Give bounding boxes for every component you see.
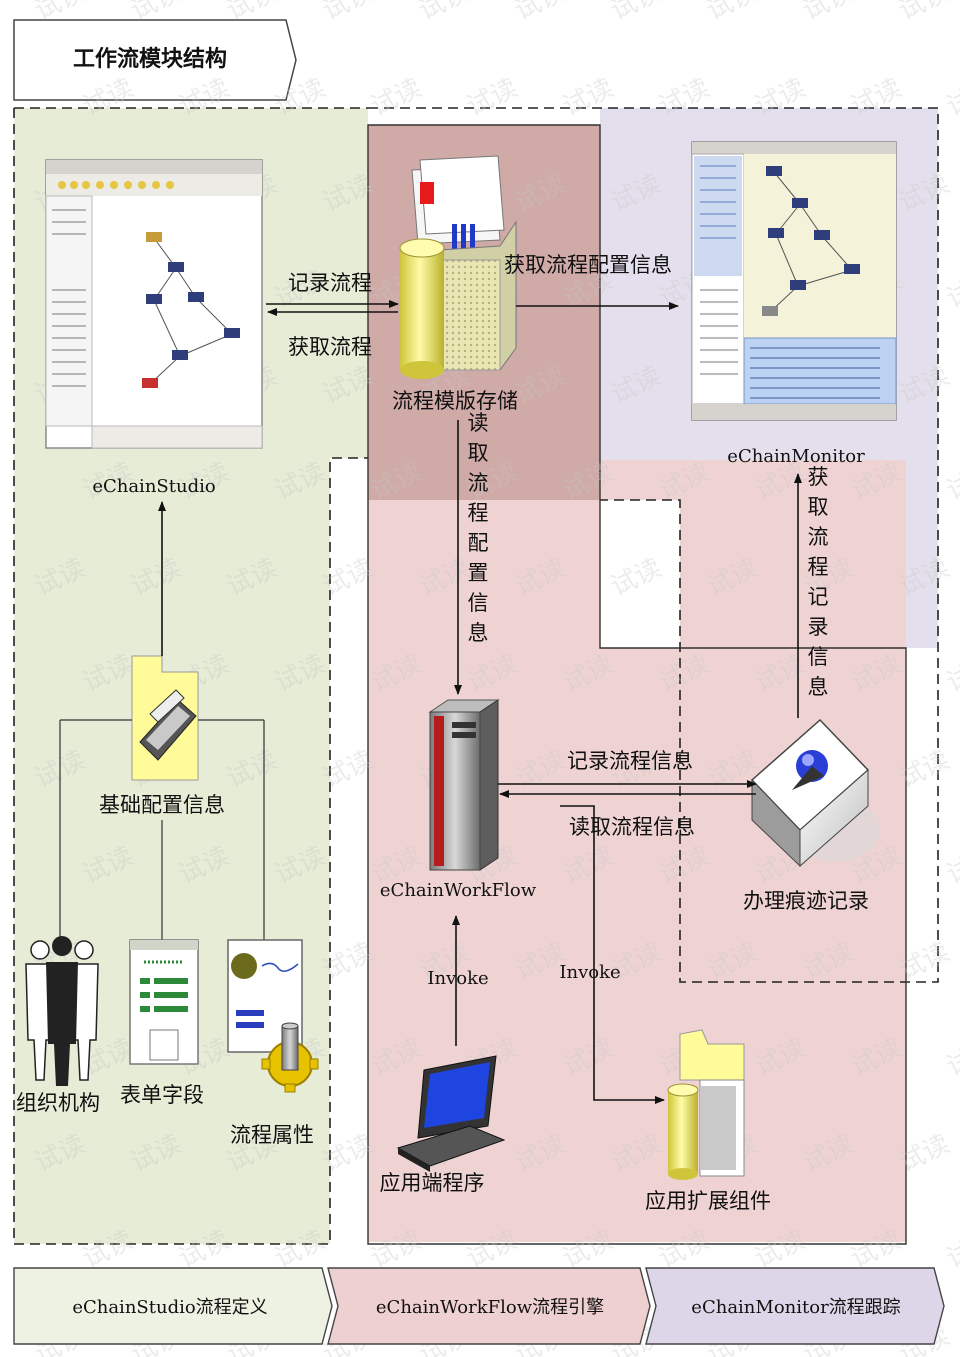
region-label-monitor: eChainMonitor流程跟踪	[691, 1297, 900, 1318]
watermark-text: 试读	[942, 841, 960, 890]
edge-label-get-record-info: 获取流程记录信息	[808, 465, 829, 699]
people-icon	[25, 936, 99, 1086]
edges	[158, 300, 802, 1104]
document-gear-icon	[227, 939, 319, 1093]
form-icon	[129, 939, 199, 1065]
workflow-engine-label: eChainWorkFlow	[380, 880, 537, 901]
watermark-text: 试读	[606, 0, 666, 26]
client-app-label: 应用端程序	[380, 1171, 485, 1195]
watermark-text: 试读	[798, 0, 858, 26]
studio-screenshot-icon	[45, 159, 263, 449]
watermark-text: 试读	[510, 0, 570, 26]
watermark-text: 试读	[702, 0, 762, 26]
watermark-text: 试读	[942, 649, 960, 698]
template-store-icon	[399, 155, 517, 379]
region-tab-monitor	[645, 1267, 945, 1345]
base-config-icon	[131, 655, 199, 781]
watermark-text: 试读	[318, 0, 378, 26]
template-store-label: 流程模版存储	[392, 389, 518, 413]
watermark-text: 试读	[894, 0, 954, 26]
workflow-border	[367, 124, 907, 1245]
laptop-icon	[396, 1055, 506, 1172]
watermark-text: 试读	[414, 0, 474, 26]
edge-label-invoke-client: Invoke	[427, 968, 488, 989]
region-label-studio: eChainStudio流程定义	[72, 1297, 267, 1318]
watermark-text: 试读	[462, 73, 522, 122]
edge-label-record-process: 记录流程	[288, 271, 372, 295]
watermark-text: 试读	[366, 73, 426, 122]
edge-label-invoke-ext: Invoke	[559, 962, 620, 983]
globe-box-icon	[750, 718, 880, 868]
cylinder-box-icon	[667, 1029, 745, 1180]
page-title: 工作流模块结构	[73, 46, 227, 72]
process-attrs-label: 流程属性	[230, 1123, 314, 1147]
server-tower-icon	[428, 699, 500, 871]
ext-component-label: 应用扩展组件	[645, 1189, 771, 1213]
region-tab-studio	[13, 1267, 333, 1345]
watermark-text: 试读	[942, 73, 960, 122]
title-tab	[13, 19, 297, 101]
svg-text:获取流程记录信息: 获取流程记录信息	[808, 465, 829, 699]
edge-label-get-config-info: 获取流程配置信息	[504, 253, 672, 277]
studio-label: eChainStudio	[92, 476, 215, 497]
edge-label-read-config-info: 读取流程配置信息	[468, 411, 489, 645]
trace-record-label: 办理痕迹记录	[743, 889, 869, 913]
studio-border	[13, 107, 368, 1245]
org-label: 组织机构	[16, 1091, 100, 1115]
region-tab-workflow	[327, 1267, 651, 1345]
watermark-text: 试读	[942, 1225, 960, 1274]
region-label-workflow: eChainWorkFlow流程引擎	[376, 1297, 604, 1318]
region-gap	[330, 458, 368, 1244]
edge-label-read-process-info: 读取流程信息	[569, 815, 695, 839]
monitor-screenshot-icon	[691, 141, 897, 421]
monitor-label: eChainMonitor	[727, 446, 865, 467]
edge-invoke-ext	[560, 805, 665, 1104]
watermark-text: 试读	[942, 1033, 960, 1082]
watermark-text: 试读	[942, 265, 960, 314]
svg-text:读取流程配置信息: 读取流程配置信息	[468, 411, 489, 645]
config-tree-lines	[59, 719, 265, 942]
watermark-text: 试读	[942, 457, 960, 506]
base-config-label: 基础配置信息	[99, 793, 225, 817]
form-fields-label: 表单字段	[120, 1083, 204, 1107]
region-monitor-gap	[600, 500, 680, 648]
monitor-border	[368, 107, 939, 983]
edge-label-get-process: 获取流程	[288, 335, 372, 359]
edge-label-record-process-info: 记录流程信息	[567, 749, 693, 773]
